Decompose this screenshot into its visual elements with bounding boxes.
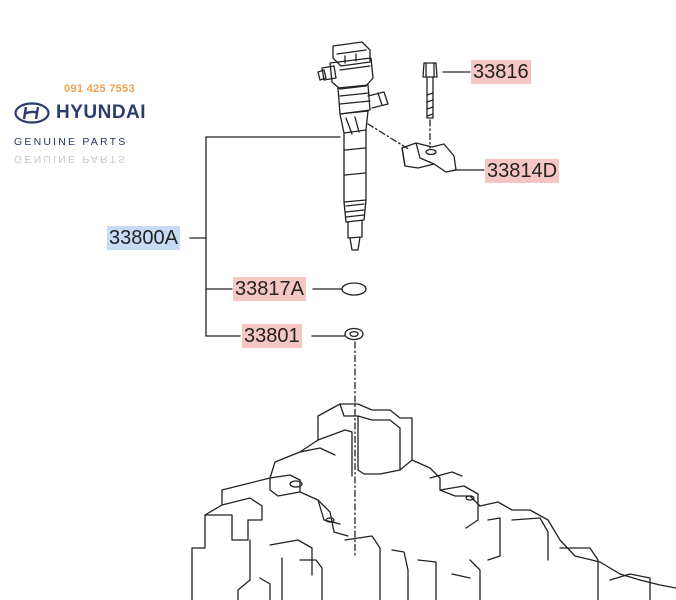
logo: HYUNDAI xyxy=(14,102,146,124)
o-ring xyxy=(341,282,367,296)
callout-33817a: 33817A xyxy=(233,277,306,301)
callout-33814d: 33814D xyxy=(485,159,560,183)
fuel-injector xyxy=(317,41,389,251)
brand-name: HYUNDAI xyxy=(56,102,147,123)
injector-clamp xyxy=(401,142,457,173)
callout-33801: 33801 xyxy=(242,324,302,348)
assembly-bracket xyxy=(189,136,341,337)
brand-tagline: GENUINE PARTS xyxy=(14,136,128,148)
callout-33800a: 33800A xyxy=(107,226,180,250)
phone-number: 091 425 7553 xyxy=(64,83,135,95)
assembly-centerlines xyxy=(354,119,431,556)
cylinder-head xyxy=(191,403,676,600)
callout-33816: 33816 xyxy=(471,60,531,84)
hyundai-logo-icon xyxy=(14,102,50,124)
bolt xyxy=(422,62,438,119)
washer xyxy=(344,327,364,341)
